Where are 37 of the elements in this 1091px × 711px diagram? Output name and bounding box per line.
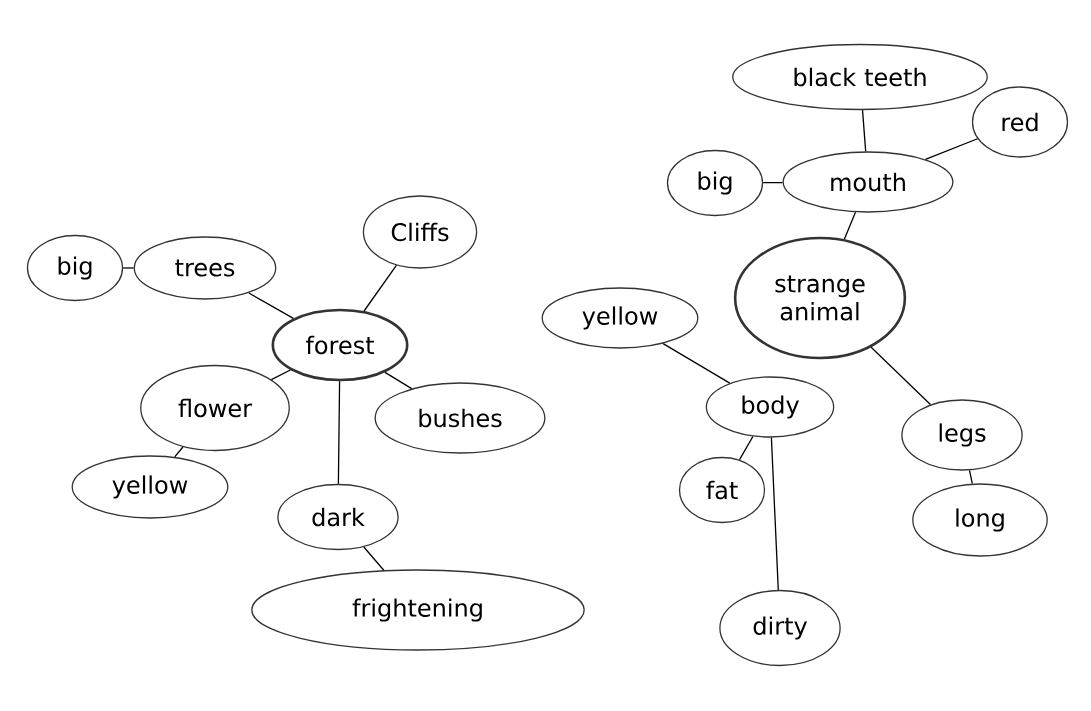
mind-map-bubble: yellow bbox=[541, 287, 699, 349]
mind-map-bubble: yellow bbox=[71, 455, 229, 519]
connector-line bbox=[270, 369, 292, 381]
mind-map-bubble: black teeth bbox=[732, 43, 988, 111]
connector-line bbox=[968, 469, 973, 485]
mind-map-bubble: strange animal bbox=[733, 236, 907, 360]
connector-line bbox=[662, 342, 731, 384]
connector-line bbox=[770, 437, 779, 591]
mind-map-bubble: frightening bbox=[251, 569, 585, 651]
connector-line bbox=[924, 138, 979, 160]
mind-map-bubble: dirty bbox=[719, 589, 841, 667]
connector-line bbox=[337, 380, 341, 485]
connector-line bbox=[174, 446, 184, 458]
mind-map-bubble: mouth bbox=[782, 151, 954, 213]
mind-map-bubble: bushes bbox=[374, 382, 546, 454]
mind-map-bubble: fat bbox=[678, 456, 766, 524]
connector-line bbox=[870, 346, 932, 406]
connector-line bbox=[363, 264, 398, 312]
mind-map-bubble: trees bbox=[133, 236, 277, 300]
mind-map-bubble: dark bbox=[277, 483, 399, 551]
connector-line bbox=[843, 211, 857, 240]
connector-line bbox=[738, 435, 754, 461]
mind-map-bubble: Cliffs bbox=[362, 195, 478, 269]
mind-map-bubble: big bbox=[26, 234, 124, 302]
mind-map-bubble: legs bbox=[901, 399, 1023, 471]
mind-map-bubble: red bbox=[971, 86, 1069, 158]
mind-map-bubble: body bbox=[705, 376, 835, 438]
connector-line bbox=[248, 292, 295, 320]
connector-line bbox=[861, 109, 867, 152]
connector-line bbox=[762, 181, 784, 184]
connector-line bbox=[363, 546, 385, 571]
mind-map-bubble: flower bbox=[140, 364, 290, 452]
connector-line bbox=[384, 371, 413, 390]
mind-map-bubble: forest bbox=[271, 308, 409, 382]
connector-line bbox=[122, 267, 135, 269]
mind-map-bubble: big bbox=[666, 149, 764, 217]
mind-map-bubble: long bbox=[912, 483, 1048, 557]
